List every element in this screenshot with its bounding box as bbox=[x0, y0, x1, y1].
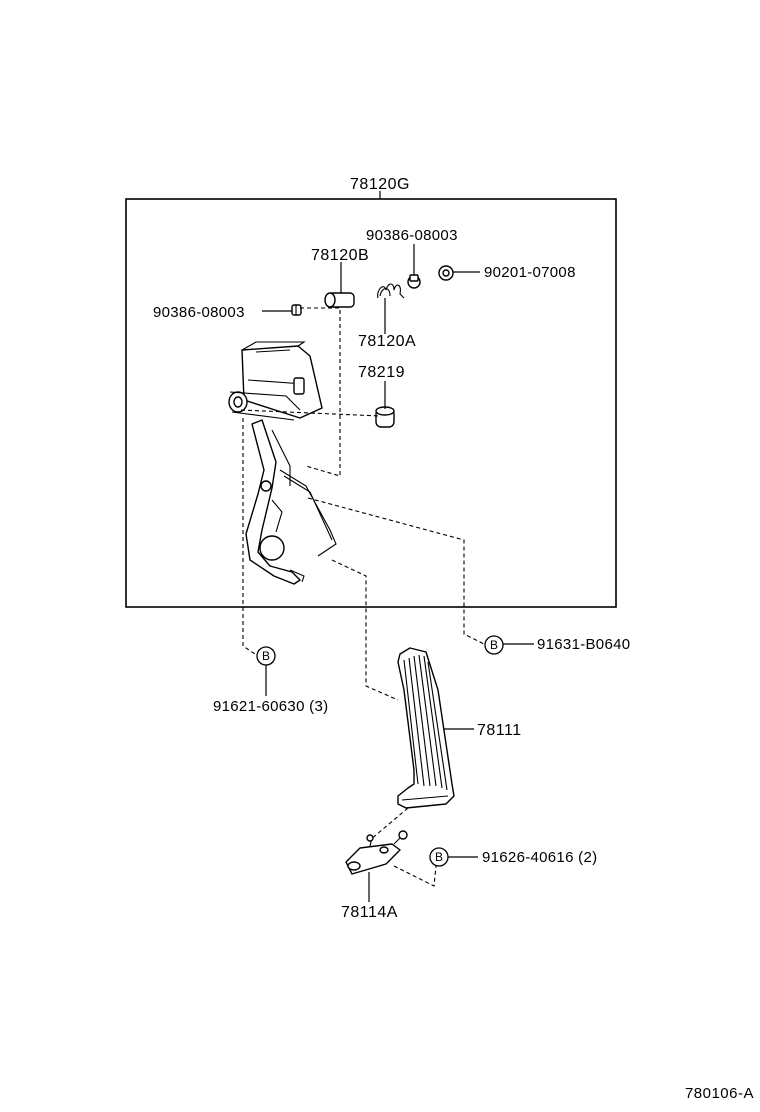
label-screw-bracket: 91626-40616 (2) bbox=[482, 849, 597, 866]
svg-text:B: B bbox=[435, 850, 443, 864]
label-bracket: 78114A bbox=[341, 904, 398, 921]
bushing-part bbox=[375, 406, 395, 428]
bracket-part bbox=[345, 830, 408, 875]
label-bushing: 78219 bbox=[358, 364, 405, 381]
washer-part bbox=[438, 265, 454, 281]
pin-part bbox=[324, 292, 355, 308]
figure-code: 780106-A bbox=[685, 1085, 754, 1102]
label-washer: 90201-07008 bbox=[484, 264, 576, 281]
pedal-pad-part bbox=[397, 647, 455, 809]
svg-text:B: B bbox=[262, 649, 270, 663]
bolt-top-part bbox=[407, 274, 421, 289]
badge-screw-right: B bbox=[484, 635, 504, 655]
label-screw-right: 91631-B0640 bbox=[537, 636, 630, 653]
label-spring: 78120A bbox=[358, 333, 416, 350]
label-screw-left: 91621-60630 (3) bbox=[213, 698, 328, 715]
label-pedal-pad: 78111 bbox=[477, 722, 522, 739]
badge-screw-left: B bbox=[256, 646, 276, 666]
label-assembly: 78120G bbox=[350, 176, 410, 193]
badge-screw-bracket: B bbox=[429, 847, 449, 867]
bolt-left-part bbox=[291, 304, 302, 316]
label-bolt-left: 90386-08003 bbox=[153, 304, 245, 321]
svg-text:B: B bbox=[490, 638, 498, 652]
label-pin: 78120B bbox=[311, 247, 369, 264]
assembly-frame bbox=[125, 198, 617, 608]
pedal-arm-part bbox=[228, 341, 337, 585]
spring-part bbox=[377, 283, 405, 299]
label-bolt-top: 90386-08003 bbox=[366, 227, 458, 244]
